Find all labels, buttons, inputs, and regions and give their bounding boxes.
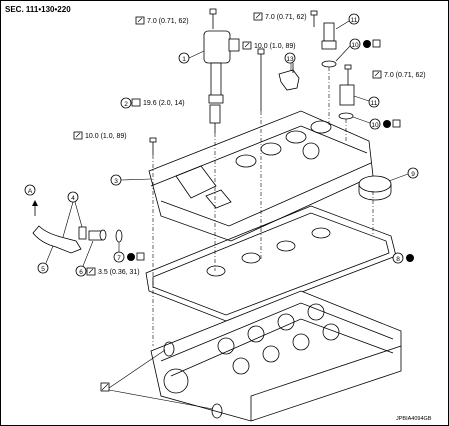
svg-text:11: 11 xyxy=(351,17,358,24)
callout-5: 5 xyxy=(37,245,54,274)
svg-text:A: A xyxy=(28,188,33,195)
replace-icon xyxy=(127,253,135,261)
svg-text:2: 2 xyxy=(124,101,128,108)
spark-plug xyxy=(209,104,221,133)
bracket xyxy=(278,63,300,91)
clamp xyxy=(78,226,87,240)
svg-text:13: 13 xyxy=(286,56,294,63)
wrench-icon xyxy=(73,131,83,140)
replace-icon xyxy=(383,120,391,128)
torque-label-2: 7.0 (0.71, 62) xyxy=(253,12,307,21)
svg-text:10: 10 xyxy=(371,122,379,129)
wrench-icon xyxy=(131,98,141,107)
figure-code: JPBIA4094GB xyxy=(396,416,432,422)
liquid-gasket-icon xyxy=(392,119,401,128)
callout-9: 9 xyxy=(388,167,419,182)
svg-text:7: 7 xyxy=(117,255,121,262)
torque-label-6: 10.0 (1.0, 89) xyxy=(73,131,127,140)
o-ring-pcv xyxy=(115,229,123,243)
wrench-icon xyxy=(135,16,145,25)
section-title: SEC. 111•130•220 xyxy=(5,5,71,14)
camshaft-sensor-lower xyxy=(339,64,355,106)
svg-text:10.0 (1.0, 89): 10.0 (1.0, 89) xyxy=(85,133,127,140)
svg-text:1: 1 xyxy=(182,56,186,63)
torque-label-3: 10.0 (1.0, 89) xyxy=(242,41,296,50)
cylinder-head xyxy=(150,290,402,422)
callout-3: 3 xyxy=(110,174,152,186)
callout-11b: 11 xyxy=(353,95,380,108)
gasket-plug-holes xyxy=(206,227,331,277)
torque-label-4: 7.0 (0.71, 62) xyxy=(372,70,426,79)
svg-text:3: 3 xyxy=(114,178,118,185)
svg-text:10.0 (1.0, 89): 10.0 (1.0, 89) xyxy=(254,43,296,50)
callout-7: 7 xyxy=(113,242,145,263)
o-ring-upper xyxy=(321,60,337,68)
o-ring-lower xyxy=(338,112,354,120)
camshaft-sensor-upper xyxy=(310,10,337,50)
replace-icon xyxy=(363,40,371,48)
torque-label-5: 19.6 (2.0, 14) xyxy=(131,98,185,107)
svg-text:7.0 (0.71, 62): 7.0 (0.71, 62) xyxy=(265,14,307,21)
bolt-head xyxy=(257,48,265,55)
svg-text:5: 5 xyxy=(41,266,45,273)
svg-text:4: 4 xyxy=(71,195,75,202)
wrench-icon xyxy=(242,41,252,50)
oil-filler-cap xyxy=(358,175,392,201)
svg-text:9: 9 xyxy=(411,171,415,178)
svg-text:7.0 (0.71, 62): 7.0 (0.71, 62) xyxy=(384,72,426,79)
callout-8: 8 xyxy=(392,252,414,264)
svg-text:8: 8 xyxy=(396,256,400,263)
callout-2: 2 xyxy=(120,97,132,109)
wrench-icon xyxy=(253,12,263,21)
torque-label-1: 7.0 (0.71, 62) xyxy=(135,16,189,25)
liquid-gasket-icon xyxy=(136,252,145,261)
callout-13: 13 xyxy=(284,52,296,71)
svg-text:19.6 (2.0, 14): 19.6 (2.0, 14) xyxy=(143,100,185,107)
callout-4: 4 xyxy=(62,191,83,238)
replace-icon xyxy=(406,254,414,262)
wrench-icon xyxy=(86,267,96,276)
callout-6: 6 xyxy=(75,240,94,277)
liquid-gasket-point-2 xyxy=(211,403,223,419)
svg-text:11: 11 xyxy=(371,100,378,107)
svg-text:7.0 (0.71, 62): 7.0 (0.71, 62) xyxy=(147,18,189,25)
torque-label-7: 3.5 (0.36, 31) xyxy=(86,267,140,276)
arrow-up-icon xyxy=(32,200,38,206)
liquid-gasket-icon xyxy=(372,39,381,48)
callout-11a: 11 xyxy=(335,13,360,30)
liquid-gasket-note xyxy=(100,349,214,410)
ignition-coil xyxy=(203,8,240,104)
pcv-valve xyxy=(88,229,107,241)
svg-text:6: 6 xyxy=(79,269,83,276)
pcv-hose xyxy=(32,225,82,254)
wrench-icon xyxy=(372,70,382,79)
callout-10a: 10 xyxy=(335,38,381,62)
callout-A: A xyxy=(24,184,36,196)
callout-1: 1 xyxy=(178,50,205,64)
svg-text:3.5 (0.36, 31): 3.5 (0.36, 31) xyxy=(98,269,140,276)
svg-text:10: 10 xyxy=(351,42,359,49)
callout-10b: 10 xyxy=(352,116,401,130)
liquid-gasket-point-1 xyxy=(163,341,175,357)
